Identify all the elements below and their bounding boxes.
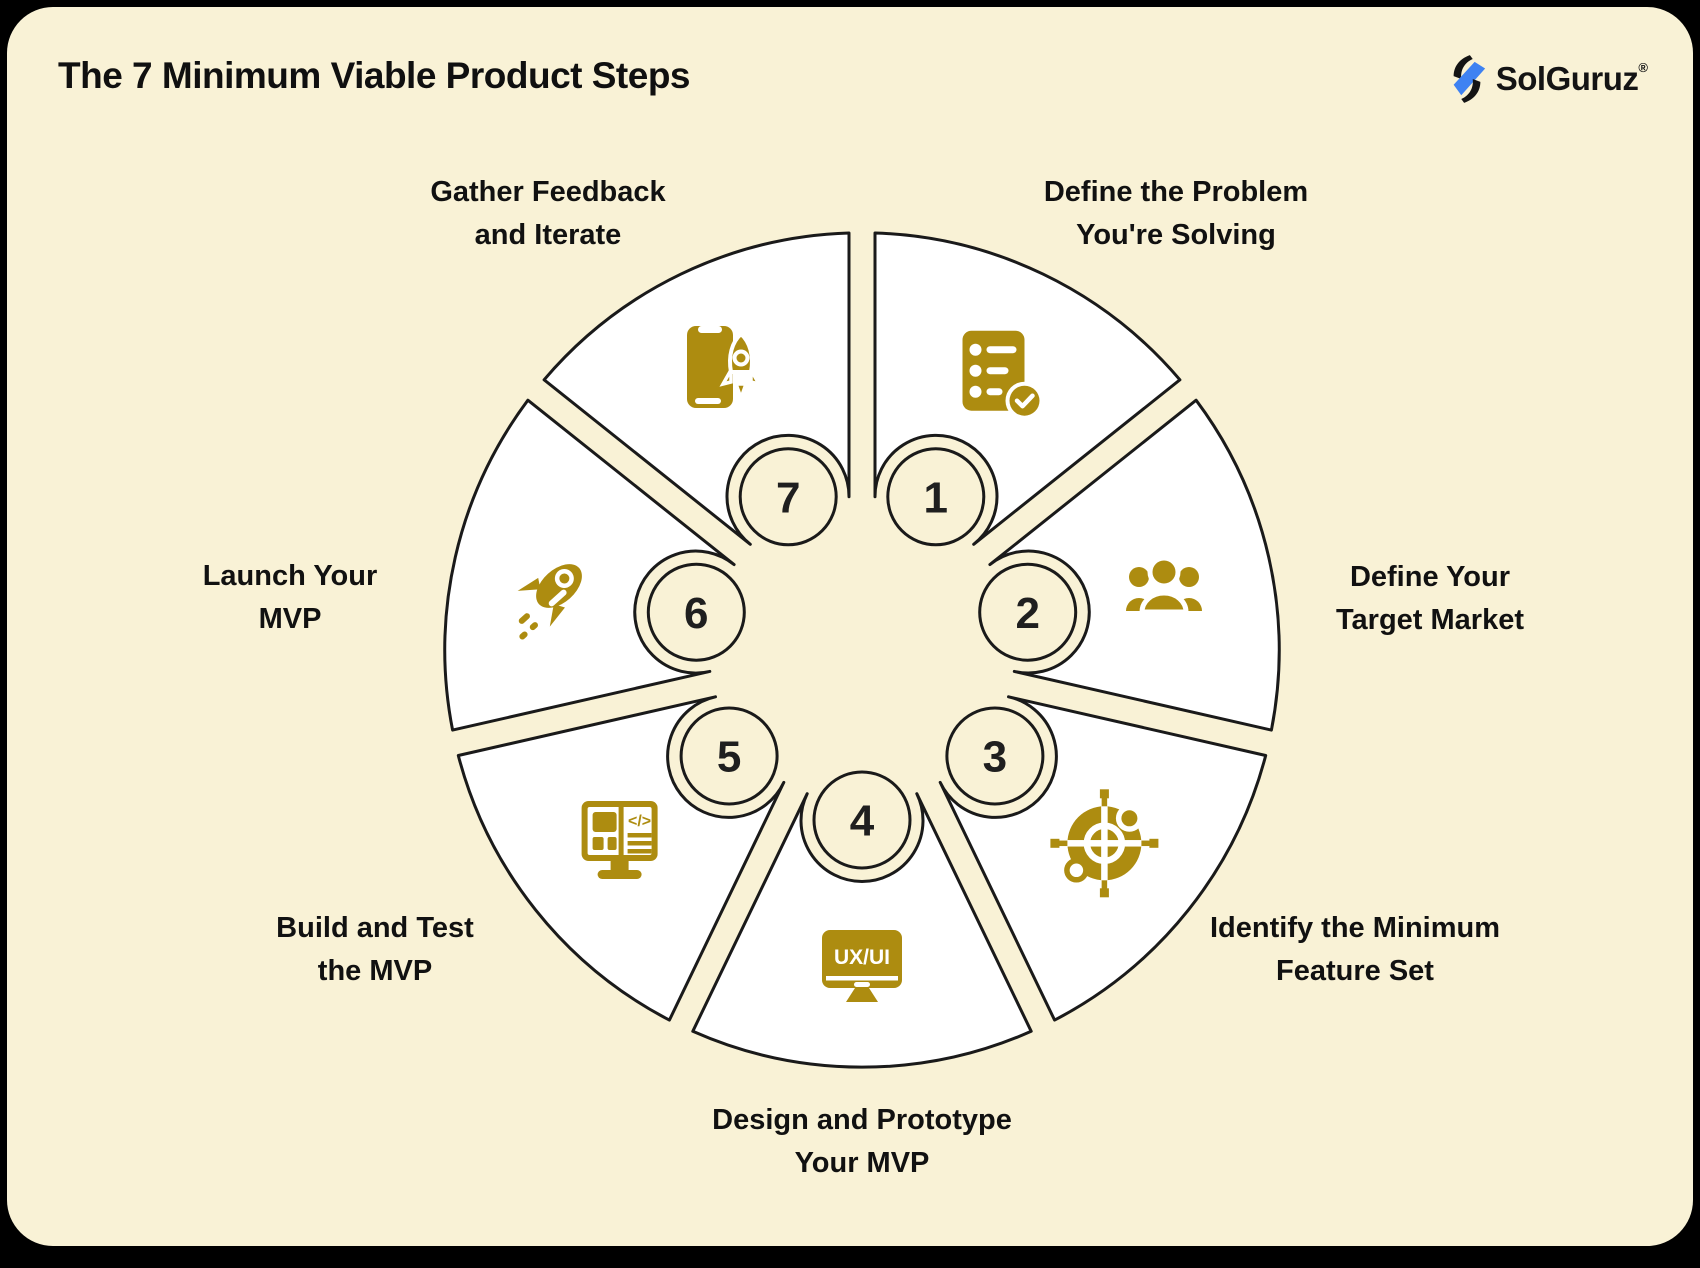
step-3-number: 3 bbox=[983, 733, 1007, 782]
step-1-label: Define the Problem You're Solving bbox=[1043, 176, 1309, 251]
code-icon-text: </> bbox=[628, 813, 651, 830]
step-4-number: 4 bbox=[850, 797, 875, 846]
phone-launch-icon bbox=[687, 326, 763, 408]
step-6-circle bbox=[646, 562, 746, 662]
step-7-label: Gather Feedback and Iterate bbox=[430, 176, 666, 251]
step-2-circle bbox=[978, 562, 1078, 662]
solguruz-logo-icon bbox=[1453, 55, 1485, 103]
uxui-monitor-icon: UX/UI bbox=[822, 930, 902, 1002]
uxui-icon-text: UX/UI bbox=[834, 946, 890, 969]
step-6-label: Launch Your MVP bbox=[202, 560, 378, 635]
team-icon bbox=[1126, 555, 1202, 615]
code-monitor-icon: </> bbox=[581, 801, 658, 879]
step-1-number: 1 bbox=[924, 474, 948, 523]
step-4-label: Design and Prototype Your MVP bbox=[712, 1104, 1012, 1179]
segment-6 bbox=[443, 398, 736, 732]
rocket-icon bbox=[517, 564, 582, 640]
step-5-label: Build and Test the MVP bbox=[276, 912, 474, 987]
checklist-icon bbox=[962, 330, 1044, 420]
brand-logo: SolGuruz® bbox=[1446, 52, 1648, 106]
step-1-circle bbox=[886, 447, 986, 547]
brand-name: SolGuruz bbox=[1495, 60, 1639, 97]
step-6-number: 6 bbox=[684, 589, 708, 638]
step-2-label: Define Your Target Market bbox=[1335, 561, 1525, 636]
segment-2 bbox=[988, 398, 1281, 732]
step-7-number: 7 bbox=[776, 474, 800, 523]
step-5-circle bbox=[679, 706, 779, 806]
page-title: The 7 Minimum Viable Product Steps bbox=[58, 55, 691, 96]
step-7-circle bbox=[738, 447, 838, 547]
step-3-label: Identify the Minimum Feature Set bbox=[1210, 912, 1500, 987]
step-2-number: 2 bbox=[1015, 589, 1039, 638]
step-5-number: 5 bbox=[717, 733, 741, 782]
step-3-circle bbox=[945, 706, 1045, 806]
step-4-circle bbox=[812, 770, 912, 870]
registered-mark: ® bbox=[1638, 59, 1648, 75]
target-icon bbox=[1050, 789, 1159, 898]
